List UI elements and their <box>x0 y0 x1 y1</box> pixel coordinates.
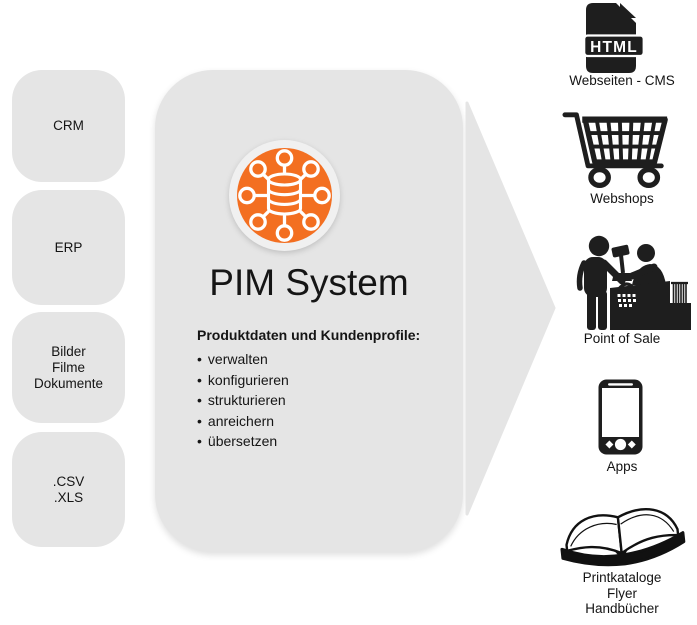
shopping-cart-icon <box>562 112 668 189</box>
input-box-media: Bilder Filme Dokumente <box>12 312 125 423</box>
database-network-icon <box>229 140 340 251</box>
smartphone-icon <box>598 379 643 455</box>
input-box-label: Bilder <box>51 343 86 359</box>
list-item: •übersetzen <box>197 433 278 450</box>
output-label-apps: Apps <box>606 459 638 474</box>
checkout-counter-icon <box>576 235 691 330</box>
list-item: •konfigurieren <box>197 371 289 388</box>
output-label-line: Handbücher <box>585 601 659 616</box>
flow-arrow <box>465 101 556 516</box>
pim-feature-list: Produktdaten und Kundenprofile: •verwalt… <box>197 327 420 452</box>
output-label-webseiten-cms: Webseiten - CMS <box>569 73 675 88</box>
output-label-webshops: Webshops <box>590 191 654 206</box>
output-label-line: Printkataloge <box>582 570 662 585</box>
html-file-icon: HTML <box>583 3 645 73</box>
input-box-crm: CRM <box>12 70 125 182</box>
input-box-label: .XLS <box>53 489 84 505</box>
input-box-label: .CSV <box>52 473 85 489</box>
input-box-label: CRM <box>53 118 84 133</box>
input-box-label: Dokumente <box>33 375 104 391</box>
list-item: •strukturieren <box>197 392 286 409</box>
input-box-erp: ERP <box>12 190 125 305</box>
input-box-files: .CSV .XLS <box>12 432 125 547</box>
input-box-label: ERP <box>54 239 83 255</box>
pim-title: PIM System <box>209 262 409 303</box>
html-badge-text: HTML <box>590 39 638 56</box>
output-label-line: Flyer <box>607 585 637 601</box>
feature-list-heading: Produktdaten und Kundenprofile: <box>197 327 421 343</box>
input-box-label: Filme <box>52 359 85 375</box>
output-label-point-of-sale: Point of Sale <box>583 331 661 346</box>
open-book-icon <box>560 508 686 567</box>
list-item: •verwalten <box>197 351 268 367</box>
output-label-print: Printkataloge Flyer Handbücher <box>547 570 697 617</box>
list-item: •anreichern <box>197 412 275 429</box>
